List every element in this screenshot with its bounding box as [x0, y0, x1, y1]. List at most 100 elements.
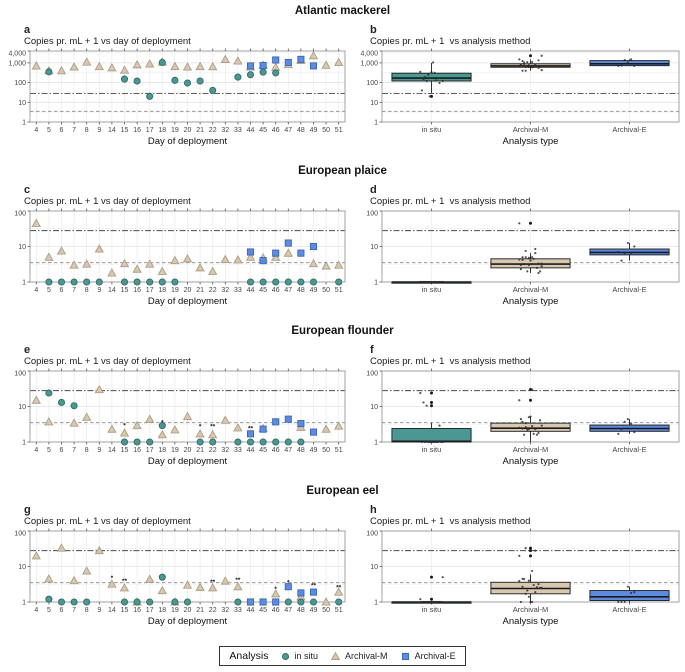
- svg-text:15: 15: [121, 607, 129, 614]
- svg-text:21: 21: [196, 127, 204, 134]
- svg-text:32: 32: [221, 287, 229, 294]
- legend-title: Analysis: [229, 650, 269, 662]
- triangle-legend-icon: [330, 651, 341, 660]
- svg-text:**: **: [248, 426, 254, 433]
- panel-c-tag: c: [24, 184, 31, 196]
- panel-h-subtitle: Copies pr. mL + 1 vs analysis method: [370, 516, 531, 527]
- svg-text:*: *: [161, 420, 164, 427]
- svg-text:*: *: [111, 575, 114, 582]
- svg-text:17: 17: [146, 287, 154, 294]
- svg-text:1: 1: [374, 440, 378, 447]
- svg-text:*: *: [199, 424, 202, 431]
- svg-text:Analysis type: Analysis type: [503, 456, 559, 467]
- svg-text:14: 14: [108, 287, 116, 294]
- species-title: European flounder: [291, 325, 394, 337]
- svg-text:46: 46: [272, 127, 280, 134]
- svg-text:**: **: [210, 579, 216, 586]
- panel-f-tag: f: [370, 344, 374, 356]
- svg-text:Day of deployment: Day of deployment: [148, 456, 228, 467]
- svg-text:7: 7: [72, 287, 76, 294]
- svg-text:Analysis type: Analysis type: [503, 136, 559, 147]
- svg-text:15: 15: [121, 287, 129, 294]
- svg-text:16: 16: [133, 607, 141, 614]
- svg-text:Archival-M: Archival-M: [513, 285, 548, 294]
- panel-e-subtitle: Copies pr. mL + 1 vs day of deployment: [24, 356, 191, 367]
- circle-legend-icon: [281, 652, 289, 660]
- charts-row: g Copies pr. mL + 1 vs day of deployment…: [0, 500, 685, 632]
- svg-text:17: 17: [146, 607, 154, 614]
- svg-text:4: 4: [34, 287, 38, 294]
- svg-text:14: 14: [108, 607, 116, 614]
- svg-text:9: 9: [97, 607, 101, 614]
- legend-item-in-situ: in situ: [280, 651, 318, 662]
- species-title: European eel: [306, 485, 379, 497]
- svg-text:Day of deployment: Day of deployment: [148, 616, 228, 627]
- svg-text:7: 7: [72, 447, 76, 454]
- species-title: European plaice: [298, 165, 387, 177]
- svg-text:Archival-E: Archival-E: [612, 445, 646, 454]
- svg-text:10: 10: [18, 564, 26, 571]
- svg-text:100: 100: [366, 211, 378, 218]
- svg-text:10: 10: [370, 404, 378, 411]
- svg-text:18: 18: [158, 127, 166, 134]
- svg-text:33: 33: [234, 127, 242, 134]
- svg-text:7: 7: [72, 127, 76, 134]
- panel-f-subtitle: Copies pr. mL + 1 vs analysis method: [370, 356, 531, 367]
- svg-text:6: 6: [60, 127, 64, 134]
- svg-text:16: 16: [133, 447, 141, 454]
- svg-text:1: 1: [374, 280, 378, 287]
- svg-text:22: 22: [209, 287, 217, 294]
- legend-wrap: Analysis in situ Archival-M Archival-E: [0, 646, 685, 666]
- charts-row: a Copies pr. mL + 1 vs day of deployment…: [0, 20, 685, 152]
- svg-text:8: 8: [85, 447, 89, 454]
- svg-text:50: 50: [322, 447, 330, 454]
- panel-a-subtitle: Copies pr. mL + 1 vs day of deployment: [24, 36, 191, 47]
- svg-text:**: **: [311, 583, 317, 590]
- panel-d-subtitle: Copies pr. mL + 1 vs analysis method: [370, 196, 531, 207]
- svg-text:4: 4: [34, 447, 38, 454]
- svg-text:10: 10: [18, 404, 26, 411]
- panel-h: h Copies pr. mL + 1 vs analysis method 1…: [352, 500, 685, 632]
- svg-text:Archival-E: Archival-E: [612, 605, 646, 614]
- svg-text:18: 18: [158, 287, 166, 294]
- panel-e: e Copies pr. mL + 1 vs day of deployment…: [0, 340, 352, 472]
- legend-item-label: Archival-M: [345, 651, 388, 661]
- svg-text:1: 1: [22, 440, 26, 447]
- svg-text:47: 47: [284, 287, 292, 294]
- legend-item-archival-m: Archival-M: [330, 651, 388, 662]
- svg-text:46: 46: [272, 287, 280, 294]
- svg-text:in situ: in situ: [422, 125, 442, 134]
- svg-text:**: **: [210, 424, 216, 431]
- svg-text:46: 46: [272, 447, 280, 454]
- panel-e-tag: e: [24, 344, 31, 356]
- svg-text:10: 10: [370, 100, 378, 107]
- svg-text:18: 18: [158, 607, 166, 614]
- svg-text:48: 48: [297, 607, 305, 614]
- legend-item-archival-e: Archival-E: [400, 651, 456, 662]
- svg-text:44: 44: [247, 447, 255, 454]
- svg-text:47: 47: [284, 447, 292, 454]
- panel-b: b Copies pr. mL + 1 vs analysis method 1…: [352, 20, 685, 152]
- svg-text:19: 19: [171, 607, 179, 614]
- svg-text:45: 45: [259, 127, 267, 134]
- svg-text:10: 10: [18, 244, 26, 251]
- svg-text:14: 14: [108, 127, 116, 134]
- svg-text:45: 45: [259, 447, 267, 454]
- svg-text:7: 7: [72, 607, 76, 614]
- svg-text:1: 1: [22, 600, 26, 607]
- svg-text:44: 44: [247, 127, 255, 134]
- svg-text:22: 22: [209, 127, 217, 134]
- species-row-eel: European eel g Copies pr. mL + 1 vs day …: [0, 482, 685, 642]
- svg-text:8: 8: [85, 607, 89, 614]
- species-title: Atlantic mackerel: [294, 5, 391, 17]
- svg-text:49: 49: [310, 447, 318, 454]
- svg-text:44: 44: [247, 287, 255, 294]
- svg-text:6: 6: [60, 447, 64, 454]
- svg-text:in situ: in situ: [422, 285, 442, 294]
- svg-text:33: 33: [234, 287, 242, 294]
- svg-text:**: **: [336, 584, 342, 591]
- svg-text:47: 47: [284, 127, 292, 134]
- svg-text:10: 10: [370, 244, 378, 251]
- svg-text:Archival-M: Archival-M: [513, 605, 548, 614]
